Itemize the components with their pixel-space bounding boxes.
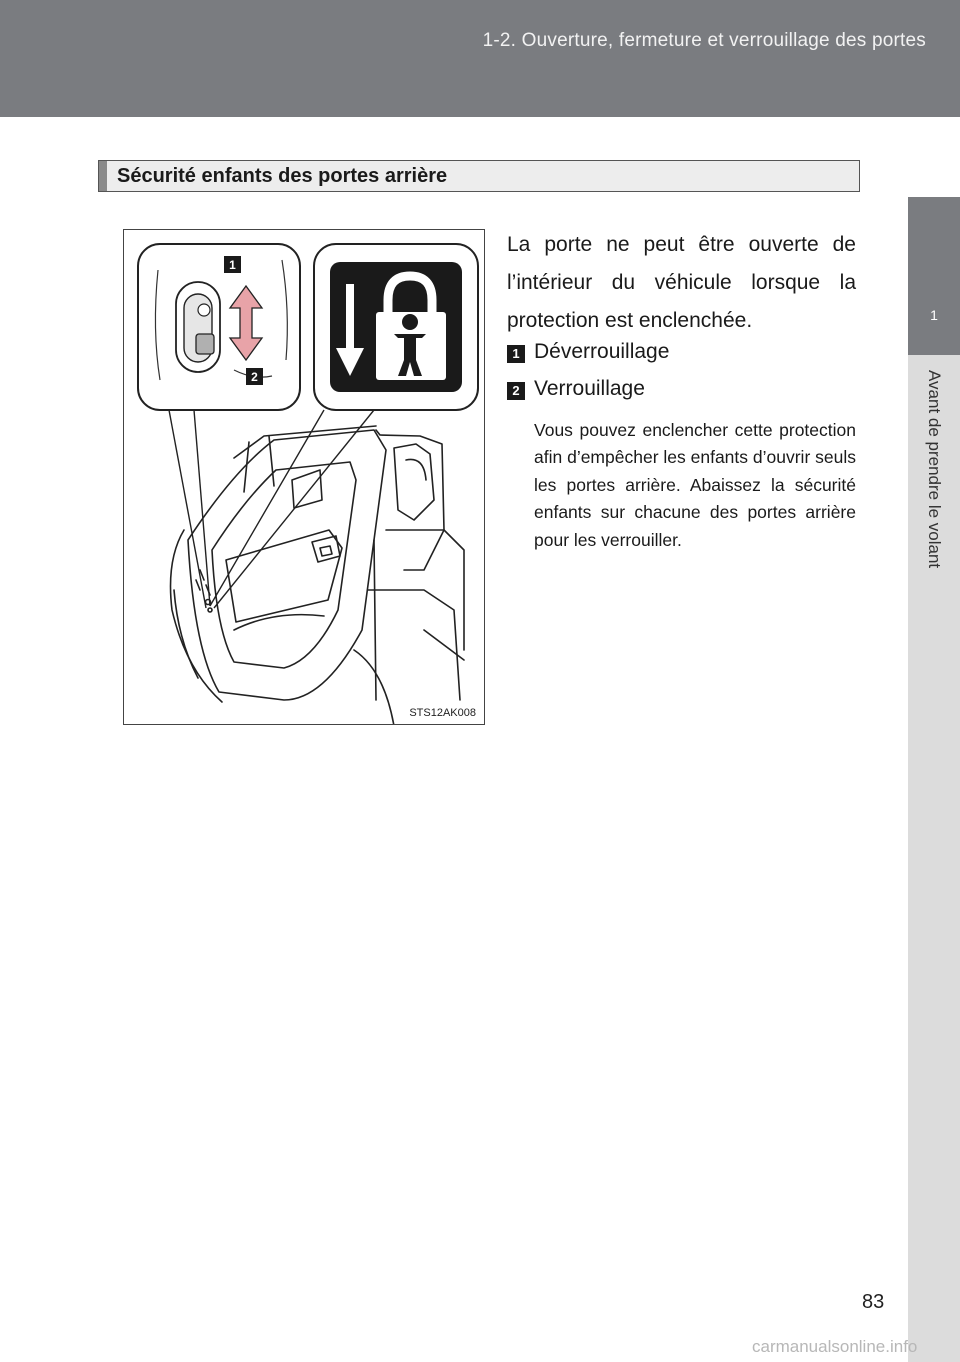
chapter-title: 1-2. Ouverture, fermeture et verrouillag… — [482, 30, 926, 51]
list-number-1: 1 — [507, 345, 525, 363]
chapter-tab-label: Avant de prendre le volant — [925, 370, 944, 569]
child-lock-switch-icon — [175, 281, 221, 373]
chapter-tab: 1 — [908, 197, 960, 355]
child-lock-padlock-icon — [376, 271, 446, 380]
lock-symbol-panel — [313, 243, 479, 411]
switch-detail-panel: 1 2 — [137, 243, 301, 411]
list-label-unlock: Déverrouillage — [534, 340, 670, 363]
watermark: carmanualsonline.info — [752, 1337, 918, 1356]
callout-1-text: 1 — [229, 258, 236, 272]
body-paragraph: La porte ne peut être ouverte de l’intér… — [507, 233, 856, 332]
section-heading: Sécurité enfants des portes arrière — [98, 160, 860, 192]
callout-2-box — [246, 368, 263, 385]
numbered-list: 1 Déverrouillage 2 Verrouillage — [507, 336, 867, 410]
header-band: 1-2. Ouverture, fermeture et verrouillag… — [0, 0, 960, 117]
chapter-tab-number: 1 — [930, 307, 938, 323]
list-item: 1 Déverrouillage — [507, 336, 867, 373]
note-paragraph: Vous pouvez enclencher cette protection … — [534, 420, 856, 550]
leader-lines — [168, 409, 375, 609]
callout-2-text: 2 — [251, 370, 258, 384]
figure-code: STS12AK008 — [409, 707, 476, 719]
list-number-2: 2 — [507, 382, 525, 400]
section-heading-text: Sécurité enfants des portes arrière — [117, 165, 448, 187]
section-heading-bar — [99, 161, 107, 191]
car-door-icon — [169, 425, 465, 724]
list-label-lock: Verrouillage — [534, 377, 645, 400]
chapter-tab-band — [908, 355, 960, 1362]
up-down-arrow-icon — [228, 284, 264, 362]
page-number: 83 — [862, 1291, 885, 1313]
callout-1-box — [224, 256, 241, 273]
down-arrow-icon — [336, 284, 364, 376]
list-item: 2 Verrouillage — [507, 373, 867, 410]
child-lock-figure: 1 2 STS12AK008 — [123, 229, 485, 725]
